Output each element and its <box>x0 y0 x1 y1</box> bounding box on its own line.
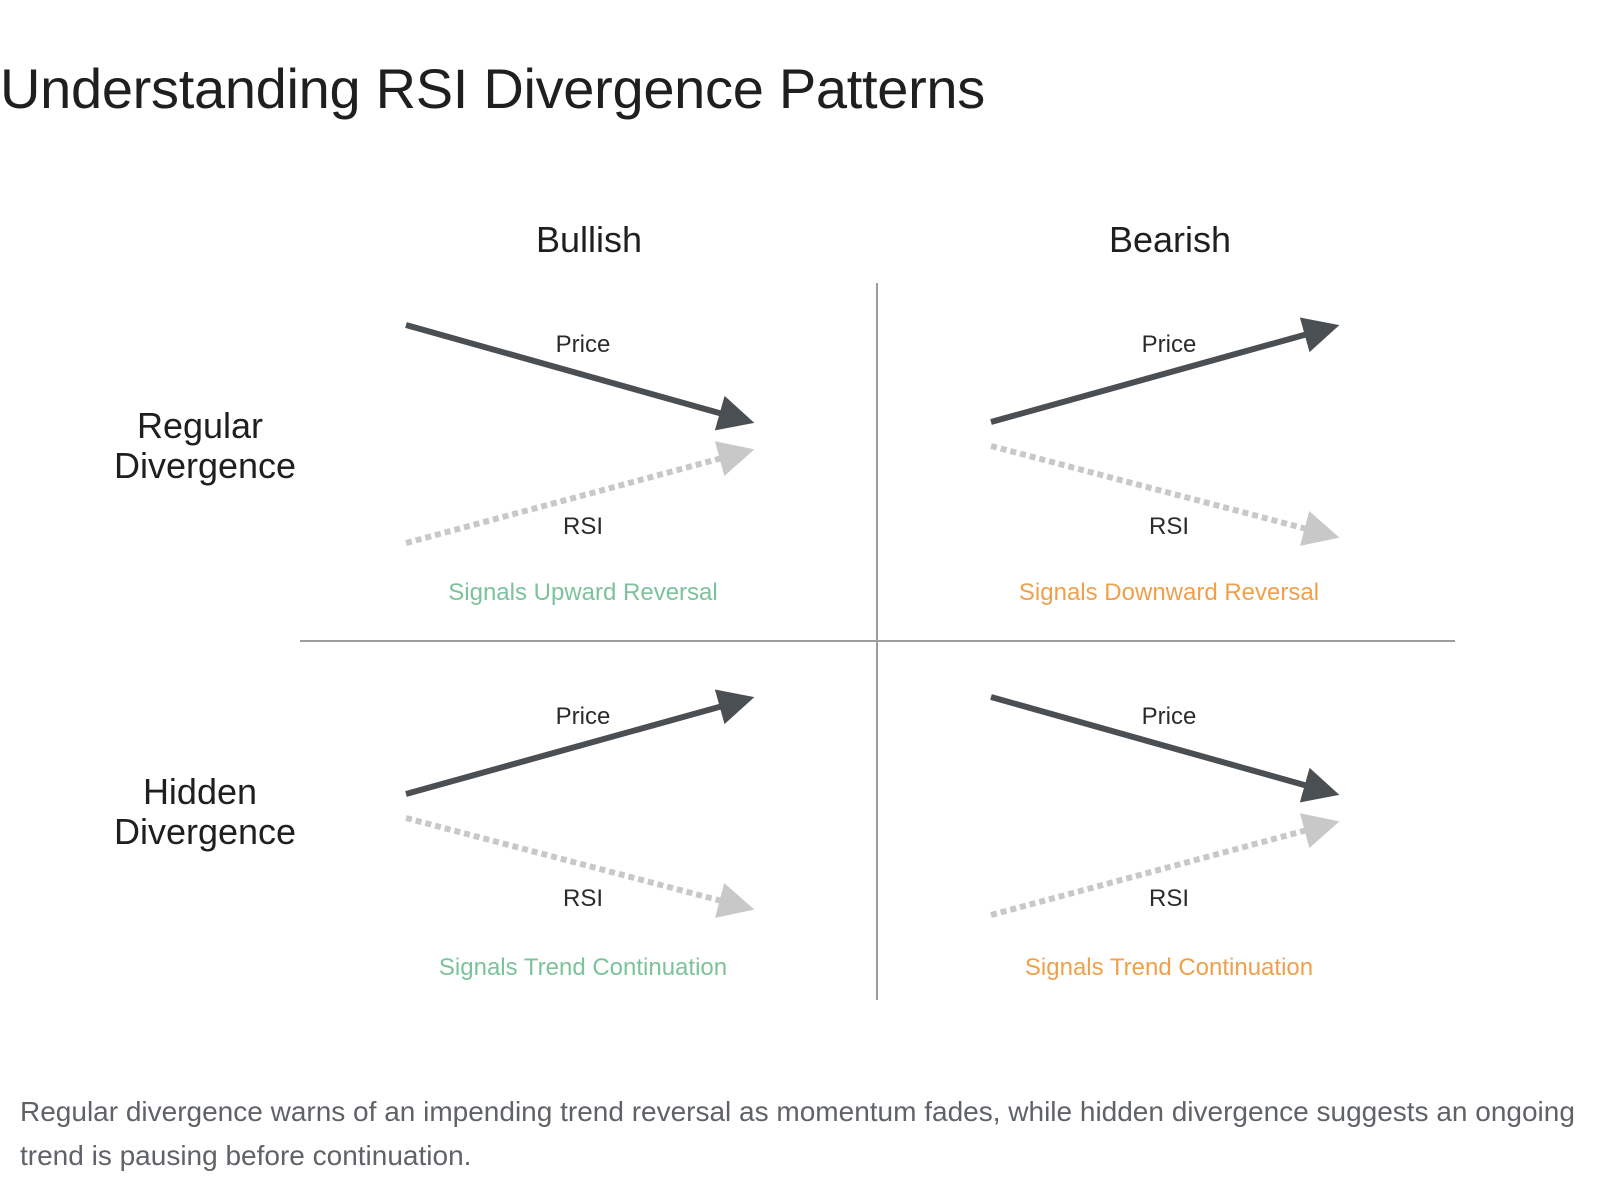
price-line <box>990 694 1340 803</box>
price-line <box>990 317 1340 425</box>
rsi-label: RSI <box>1149 513 1189 540</box>
column-header-bullish: Bullish <box>536 219 642 260</box>
price-label: Price <box>1142 703 1197 730</box>
price-label: Price <box>556 703 611 730</box>
row-header-hidden: Hidden Divergence <box>114 771 296 852</box>
caption: Regular divergence warns of an impending… <box>20 1096 1575 1171</box>
hidden-bearish-panel: Price RSI Signals Trend Continuation <box>990 694 1340 981</box>
rsi-line <box>990 443 1340 546</box>
column-header-bearish: Bearish <box>1109 219 1231 260</box>
signal-upward-reversal: Signals Upward Reversal <box>448 579 717 606</box>
row-header-regular: Regular Divergence <box>114 405 296 486</box>
rsi-line <box>990 813 1340 918</box>
signal-trend-continuation-bullish: Signals Trend Continuation <box>439 954 727 981</box>
rsi-label: RSI <box>1149 885 1189 912</box>
rsi-line <box>405 441 755 546</box>
rsi-line <box>405 815 755 918</box>
price-label: Price <box>556 331 611 358</box>
regular-bearish-panel: Price RSI Signals Downward Reversal <box>990 317 1340 606</box>
signal-downward-reversal: Signals Downward Reversal <box>1019 579 1319 606</box>
rsi-label: RSI <box>563 885 603 912</box>
rsi-label: RSI <box>563 513 603 540</box>
regular-bullish-panel: Price RSI Signals Upward Reversal <box>405 322 755 606</box>
hidden-bullish-panel: Price RSI Signals Trend Continuation <box>405 689 755 981</box>
page-title: Understanding RSI Divergence Patterns <box>0 57 985 120</box>
price-line <box>405 322 755 431</box>
price-line <box>405 689 755 797</box>
signal-trend-continuation-bearish: Signals Trend Continuation <box>1025 954 1313 981</box>
price-label: Price <box>1142 331 1197 358</box>
